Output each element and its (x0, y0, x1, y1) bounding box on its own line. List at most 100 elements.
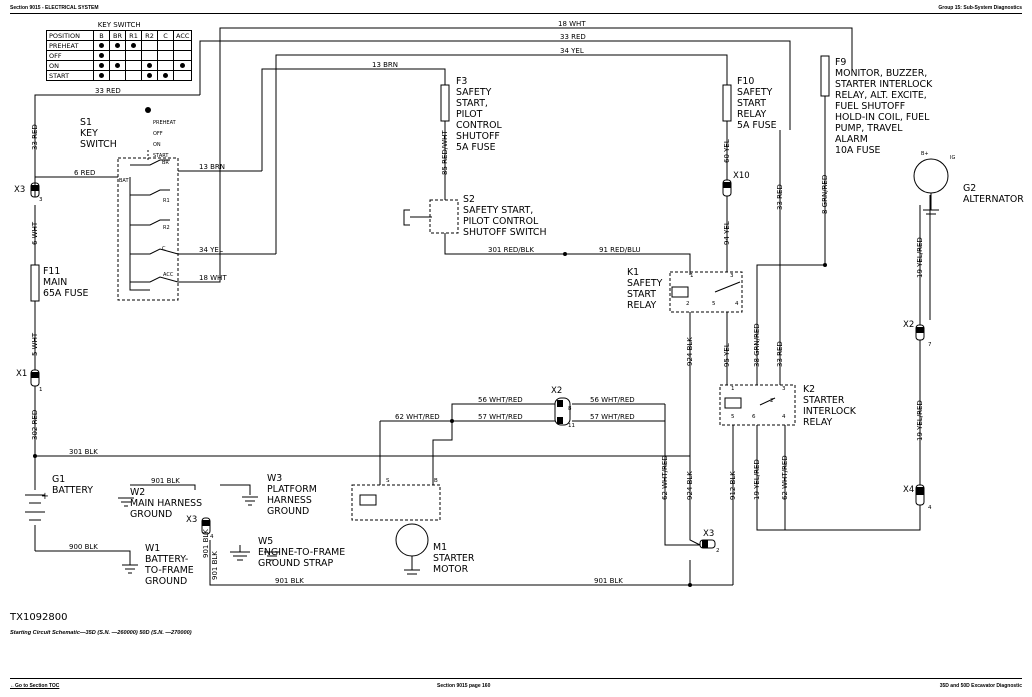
label-x3-bottom-pin: 2 (716, 548, 720, 554)
battery-plus-sign: + (41, 491, 49, 502)
label-x2-mid: X2 (551, 386, 563, 396)
wire-label-v-85-red-wht: 85 RED/WHT (441, 130, 449, 175)
figure-id: TX1092800 (10, 612, 68, 623)
wire-label-v-62-wht-red-b: 62 WHT/RED (781, 455, 789, 500)
wire-label-13-brn-top: 13 BRN (372, 61, 399, 69)
k1-pin-3: 3 (730, 273, 734, 279)
s1-term-br: BR (162, 160, 169, 166)
k1-pin-2: 2 (686, 301, 690, 307)
g2-term-bplus: B+ (921, 151, 929, 157)
wire-34-yel-top (275, 54, 728, 254)
wire-33-red-left (34, 94, 200, 110)
k2-pin-5: 5 (731, 414, 735, 420)
continuity-dot-icon (115, 42, 120, 48)
wire-label-901-blk-bus-1: 901 BLK (275, 577, 304, 585)
key-switch-cell (172, 70, 193, 81)
wire-18-wht (205, 27, 853, 283)
ground-w1-symbol (122, 564, 138, 574)
wire-label-v-19-yel-red-b: 19 YEL/RED (916, 400, 924, 441)
alternator-g2 (913, 158, 949, 194)
fuse-f10 (722, 84, 732, 122)
label-x1-pin: 1 (39, 387, 43, 393)
relay-k1 (669, 271, 743, 313)
label-x2-right: X2 (903, 320, 915, 330)
wire-label-33-red-left: 33 RED (95, 87, 121, 95)
figure-caption: Starting Circuit Schematic—35D (S.N. —26… (10, 630, 192, 636)
fuse-f3 (440, 84, 450, 122)
header-left: Section 9015 - ELECTRICAL SYSTEM (10, 5, 99, 11)
k2-pin-2: 2 (770, 398, 774, 404)
s1-term-bat: BAT (119, 178, 129, 184)
continuity-dot-icon (147, 62, 152, 68)
ground-m1-symbol (404, 569, 420, 575)
label-x2-mid-pin-11: 11 (568, 423, 575, 429)
wire-label-v-6-wht: 6 WHT (31, 221, 39, 245)
s1-term-r1: R1 (163, 198, 170, 204)
key-switch-table-title: KEY SWITCH (97, 21, 141, 29)
fuse-f11 (30, 264, 40, 302)
wire-label-v-8-grn-red: 8 GRN/RED (821, 174, 829, 214)
m1-pin-b: B (434, 478, 438, 484)
wire-label-62-wht-red: 62 WHT/RED (395, 413, 440, 421)
wire-label-33-red-top: 33 RED (560, 33, 586, 41)
label-x3-top: X3 (14, 185, 26, 195)
continuity-dot-icon (147, 72, 152, 78)
wire-label-13-brn-sw: 13 BRN (199, 163, 226, 171)
s1-term-r2: R2 (163, 225, 170, 231)
continuity-dot-icon (99, 72, 104, 78)
label-x2-right-pin: 7 (928, 342, 932, 348)
wire-label-v-33-red: 33 RED (31, 124, 39, 150)
wire-label-301-red-blk: 301 RED/BLK (488, 246, 534, 254)
header-right: Group 15: Sub-System Diagnostics (938, 5, 1022, 11)
wire-label-v-5-wht: 5 WHT (31, 332, 39, 356)
wire-label-v-302-red: 302 RED (31, 409, 39, 440)
wire-label-v-38-grn-red: 38 GRN/RED (753, 323, 761, 367)
wire-label-v-33-red-r2: 33 RED (776, 341, 784, 367)
wire-label-900-blk: 900 BLK (69, 543, 98, 551)
wire-label-901-blk-bus-2: 901 BLK (594, 577, 623, 585)
continuity-dot-icon (99, 62, 104, 68)
wire-label-v-33-red-r: 33 RED (776, 184, 784, 210)
continuity-dot-icon (163, 72, 168, 78)
wire-label-v-901-blk-x3: 901 BLK (202, 529, 210, 558)
wire-label-57-right: 57 WHT/RED (590, 413, 635, 421)
s1-term-acc: ACC (163, 272, 174, 278)
wire-label-v-62-wht-red: 62 WHT/RED (661, 455, 669, 500)
k1-pin-4: 4 (735, 301, 739, 307)
wire-label-56-left: 56 WHT/RED (478, 396, 523, 404)
wire-label-v-924-blk-a: 924 BLK (686, 337, 694, 366)
label-x4: X4 (903, 485, 915, 495)
continuity-dot-icon (180, 62, 186, 68)
connector-x2-mid (554, 397, 571, 426)
key-switch-row: OFF (46, 50, 193, 61)
ground-w3-symbol (242, 496, 258, 506)
footer-page-label: Section 9015 page 160 (437, 683, 491, 689)
s1-term-c: C (162, 246, 166, 252)
label-x1: X1 (16, 369, 28, 379)
key-switch-row: START (46, 70, 193, 81)
footer-right: 35D and 50D Excavator Diagnostic (939, 683, 1022, 689)
k2-pin-3: 3 (782, 386, 786, 392)
key-switch-row: PREHEAT (46, 40, 193, 51)
wire-label-56-right: 56 WHT/RED (590, 396, 635, 404)
wire-label-v-19-yel-red-c: 19 YEL/RED (753, 459, 761, 500)
ground-g2-symbol (923, 209, 939, 215)
footer-toc-link[interactable]: ←Go to Section TOC (10, 683, 60, 689)
g2-term-ig: IG (950, 155, 956, 161)
wire-label-18-wht-top: 18 WHT (558, 20, 586, 28)
footer-rule (10, 678, 1022, 679)
